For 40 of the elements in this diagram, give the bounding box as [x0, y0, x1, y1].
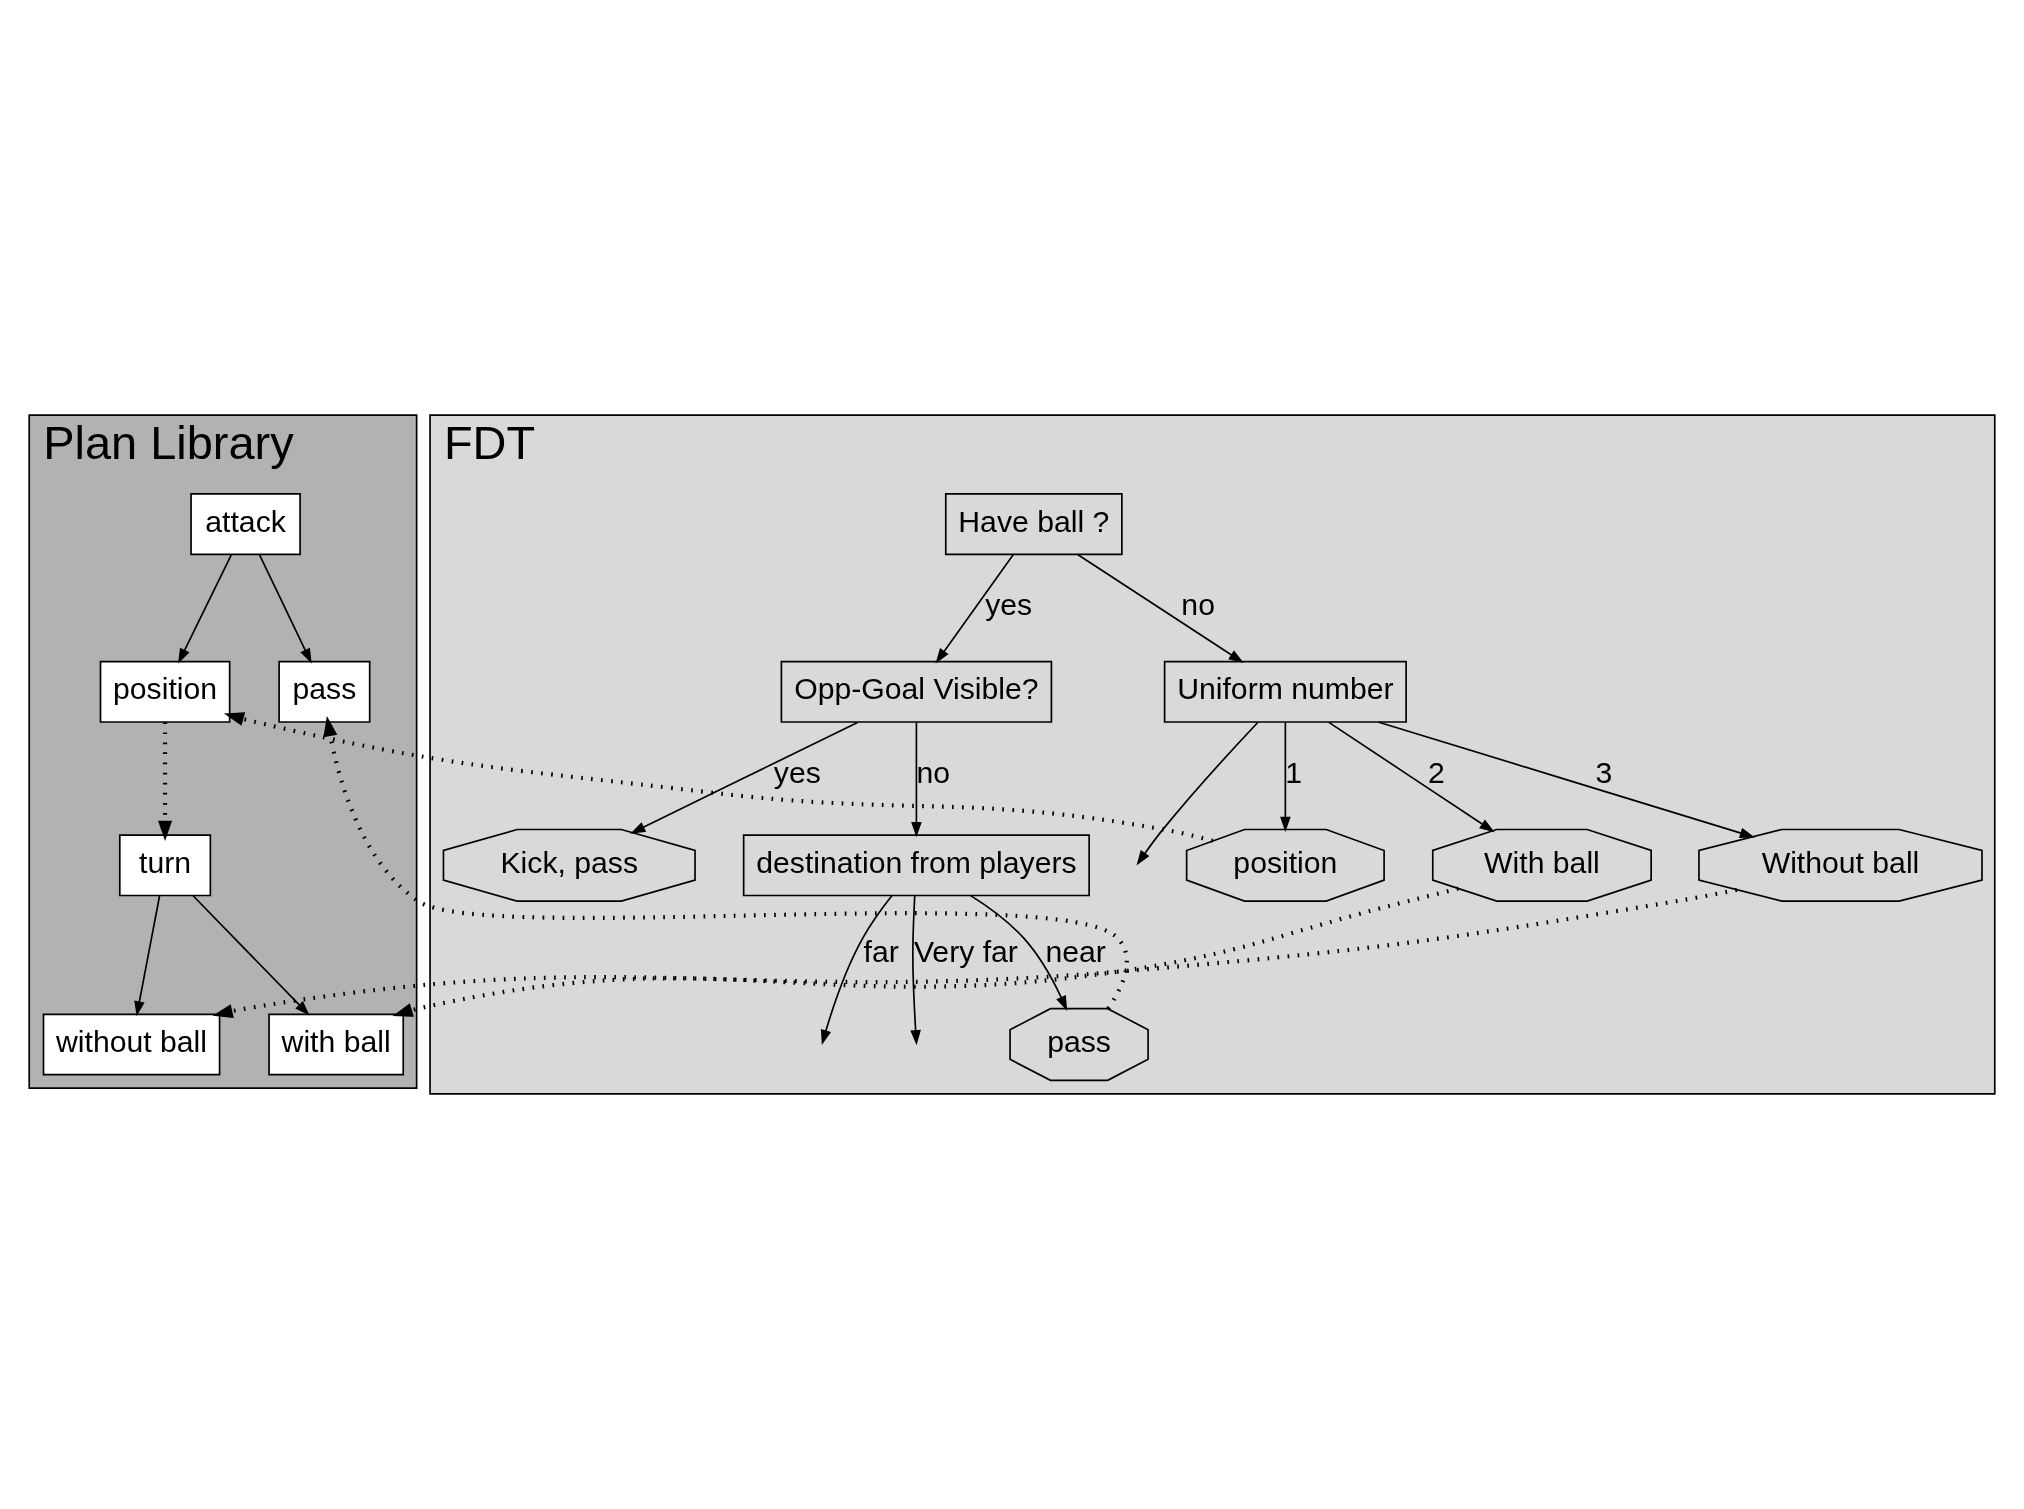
edge-label: 2	[1427, 756, 1445, 790]
arrow	[223, 712, 1214, 843]
node-box: Have ball ?	[944, 493, 1123, 556]
arrow	[935, 553, 1015, 664]
arrow	[1136, 721, 1259, 866]
edge-label: near	[1045, 935, 1106, 969]
edge-label: far	[863, 935, 899, 969]
arrow	[969, 894, 1068, 1011]
arrow	[820, 894, 893, 1046]
arrow	[258, 553, 312, 664]
arrow	[1076, 553, 1244, 663]
edge-label: no	[1181, 588, 1215, 622]
arrow	[1280, 721, 1291, 832]
edge-label: yes	[773, 756, 821, 790]
edge-label: Very far	[913, 935, 1018, 969]
node-box: Opp-Goal Visible?	[780, 660, 1053, 723]
edge-label: yes	[985, 588, 1033, 622]
arrow	[1328, 721, 1495, 833]
node-box: without ball	[42, 1013, 221, 1076]
arrow	[911, 721, 922, 838]
node-box: destination from players	[742, 834, 1090, 897]
node-box: with ball	[268, 1013, 405, 1076]
node-box: pass	[278, 660, 371, 723]
edge-label: no	[916, 756, 950, 790]
edge-label: 1	[1285, 756, 1303, 790]
edge-label: 3	[1595, 756, 1613, 790]
arrow	[1378, 721, 1755, 839]
node-box: position	[99, 660, 231, 723]
node-box: attack	[190, 493, 301, 556]
arrow	[134, 895, 161, 1017]
node-box: turn	[118, 834, 212, 897]
arrow	[178, 553, 233, 664]
arrow	[158, 722, 173, 841]
arrow	[323, 716, 1129, 1010]
arrow	[192, 895, 310, 1016]
arrow	[630, 721, 859, 834]
arrow	[392, 886, 1459, 1017]
arrow	[212, 887, 1738, 1018]
arrow	[910, 895, 921, 1046]
node-box: Uniform number	[1163, 660, 1407, 723]
